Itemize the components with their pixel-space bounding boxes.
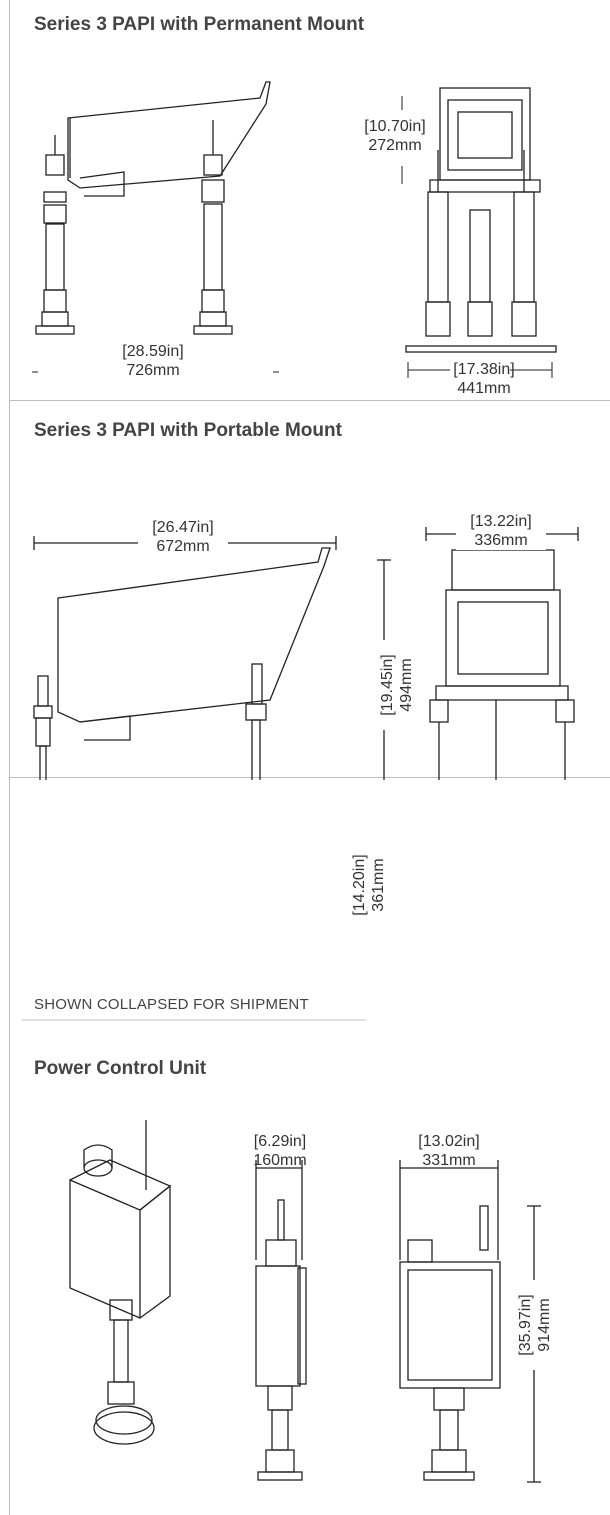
- dim-inches: [6.29in]: [253, 1133, 307, 1150]
- collapsed-caption: SHOWN COLLAPSED FOR SHIPMENT: [34, 996, 309, 1013]
- dim-permanent-side-width: [28.59in] 726mm: [108, 342, 198, 380]
- section-divider: [9, 777, 610, 778]
- dim-inches: [13.22in]: [470, 513, 532, 530]
- dim-portable-side-width: [26.47in] 672mm: [138, 518, 228, 556]
- dim-pcu-side-width: [6.29in] 160mm: [242, 1132, 318, 1170]
- dim-permanent-front-width: [17.38in] 441mm: [440, 360, 528, 398]
- caption-underline: [22, 1019, 366, 1021]
- dim-inches: [13.02in]: [418, 1133, 480, 1150]
- dim-permanent-front-height: [10.70in] 272mm: [358, 117, 432, 155]
- dim-mm: 331mm: [422, 1152, 476, 1169]
- section-title-power-control-unit: Power Control Unit: [34, 1058, 207, 1079]
- dim-pcu-front-width: [13.02in] 331mm: [404, 1132, 494, 1170]
- left-frame-line: [9, 0, 10, 1515]
- section-title-permanent-mount: Series 3 PAPI with Permanent Mount: [34, 14, 365, 35]
- dim-pcu-height: [35.97in] 914mm: [516, 1280, 554, 1370]
- section-title-portable-mount: Series 3 PAPI with Portable Mount: [34, 420, 342, 441]
- dim-mm: 272mm: [368, 137, 422, 154]
- dim-mm: 160mm: [253, 1152, 307, 1169]
- dim-mm: 726mm: [126, 362, 180, 379]
- dim-mm: 672mm: [156, 538, 210, 555]
- dim-mm: 336mm: [474, 532, 528, 549]
- permanent-mount-drawings: [32, 81, 557, 378]
- dim-inches: [17.38in]: [453, 361, 515, 378]
- section-divider: [9, 400, 610, 401]
- dim-portable-front-width: [13.22in] 336mm: [456, 512, 546, 550]
- dim-inches: [26.47in]: [152, 519, 214, 536]
- dim-mm: 914mm: [536, 1298, 553, 1352]
- dim-inches: [35.97in]: [517, 1294, 534, 1356]
- dim-inches: [28.59in]: [122, 343, 184, 360]
- dim-mm: 441mm: [457, 380, 511, 397]
- dim-inches: [10.70in]: [364, 118, 426, 135]
